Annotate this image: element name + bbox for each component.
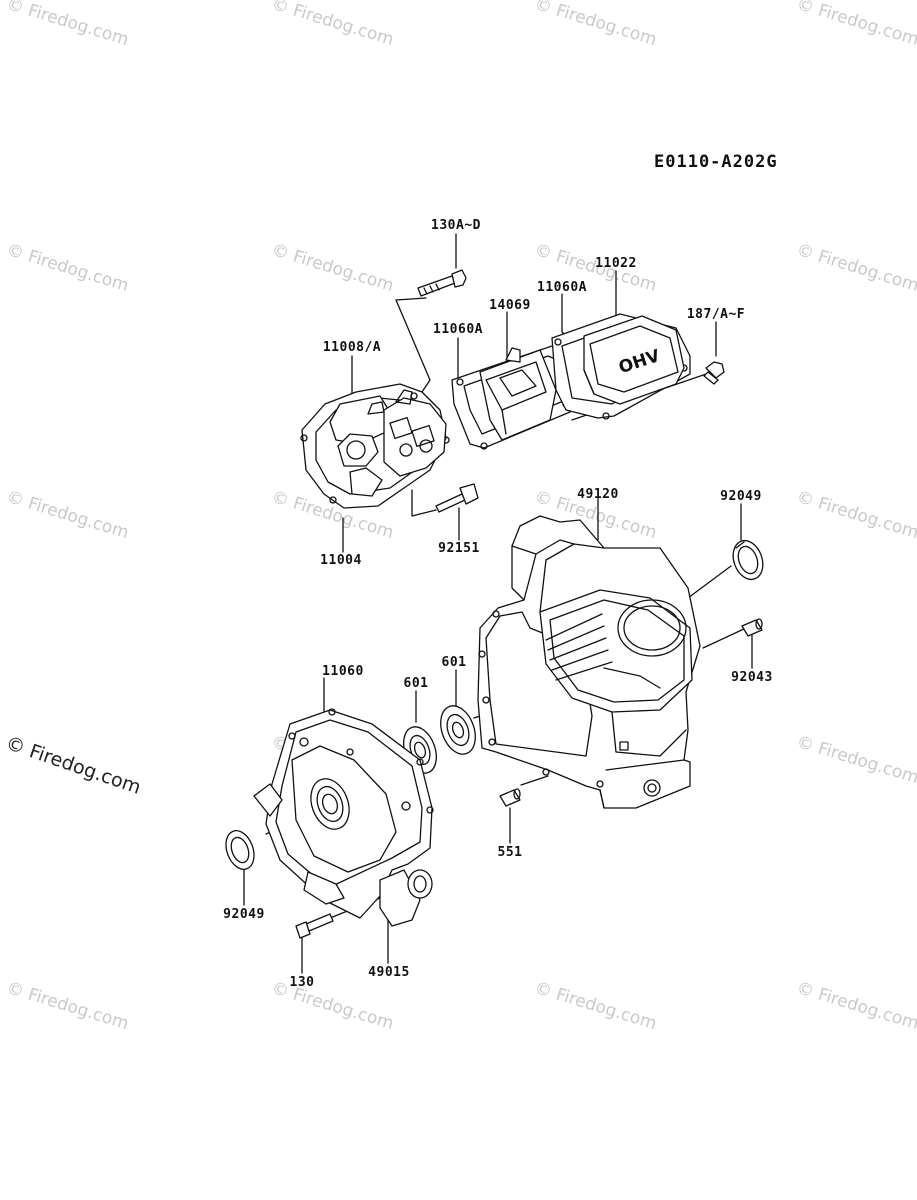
bolt-130 bbox=[295, 913, 334, 939]
part-label-92049-bottom: 92049 bbox=[223, 907, 265, 922]
oil-seal-top bbox=[732, 539, 764, 581]
part-label-187: 187/A~F bbox=[686, 307, 746, 322]
valve-cover-11022: OHV bbox=[583, 315, 685, 405]
part-label-130: 130 bbox=[289, 975, 315, 990]
part-label-11022: 11022 bbox=[595, 256, 637, 271]
part-label-92151: 92151 bbox=[438, 541, 480, 556]
part-label-11004: 11004 bbox=[320, 553, 362, 568]
part-label-11008: 11008/A bbox=[322, 340, 382, 355]
oil-seal-bottom bbox=[225, 830, 255, 870]
dowel-92043 bbox=[741, 618, 763, 637]
stud-92151 bbox=[435, 483, 479, 513]
drawing-id: E0110-A202G bbox=[654, 152, 778, 172]
crankcase-cover-49015 bbox=[253, 708, 434, 927]
bearing-601-b bbox=[440, 705, 476, 755]
part-label-130a-d: 130A~D bbox=[431, 218, 481, 233]
part-label-11060: 11060 bbox=[322, 664, 364, 679]
cylinder-block-49120 bbox=[477, 515, 701, 809]
part-label-49015: 49015 bbox=[368, 965, 410, 980]
part-label-14069: 14069 bbox=[489, 298, 531, 313]
rocker-plate-14069 bbox=[479, 347, 557, 441]
part-label-601-a: 601 bbox=[403, 676, 429, 691]
cylinder-head bbox=[300, 383, 450, 509]
part-label-11060a-inner: 11060A bbox=[433, 322, 483, 337]
part-label-92043: 92043 bbox=[731, 670, 773, 685]
part-label-551: 551 bbox=[497, 845, 523, 860]
part-label-11060a-outer: 11060A bbox=[537, 280, 587, 295]
dowel-551 bbox=[499, 788, 521, 807]
bolt-187 bbox=[703, 361, 725, 385]
part-label-49120: 49120 bbox=[577, 487, 619, 502]
part-label-92049-top: 92049 bbox=[720, 489, 762, 504]
part-label-601-b: 601 bbox=[441, 655, 467, 670]
bolt-130a-d bbox=[417, 269, 467, 297]
